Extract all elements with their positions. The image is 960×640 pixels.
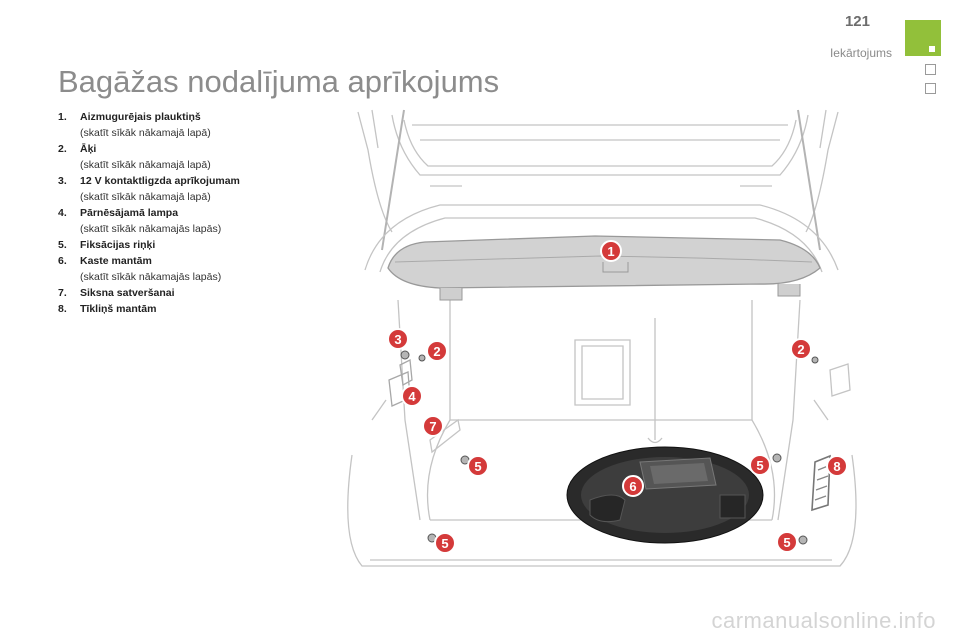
svg-text:2: 2 [797,342,804,357]
legend-item: 2.Āķi(skatīt sīkāk nākamajā lapā) [58,143,211,171]
chapter-tab-active[interactable] [905,20,941,56]
callout-7: 7 [422,415,444,437]
chapter-tab-box-1[interactable] [925,64,936,75]
callout-5: 5 [749,454,771,476]
svg-text:3: 3 [394,332,401,347]
svg-text:1: 1 [607,244,614,259]
page-title: Bagāžas nodalījuma aprīkojums [58,64,500,99]
svg-text:5: 5 [756,458,763,473]
watermark: carmanualsonline.info [711,608,936,633]
chapter-tab-box-2[interactable] [925,83,936,94]
legend-item: 7.Siksna satveršanai [58,287,175,299]
callout-5: 5 [467,455,489,477]
svg-text:5: 5 [441,536,448,551]
callout-8: 8 [826,455,848,477]
callout-5: 5 [776,531,798,553]
section-label: Iekārtojums [829,46,892,60]
svg-text:2: 2 [433,344,440,359]
svg-text:5: 5 [783,535,790,550]
equipment-legend: 1.Aizmugurējais plauktiņš(skatīt sīkāk n… [58,109,240,317]
legend-item: 5.Fiksācijas riņķi [58,239,156,251]
page-number: 121 [844,13,870,30]
legend-item: 1.Aizmugurējais plauktiņš(skatīt sīkāk n… [58,111,211,139]
legend-item: 6.Kaste mantām(skatīt sīkāk nākamajās la… [58,255,222,283]
svg-text:6: 6 [629,479,636,494]
callout-6: 6 [622,475,644,497]
callout-5: 5 [434,532,456,554]
callout-3: 3 [387,328,409,350]
svg-text:4: 4 [408,389,416,404]
legend-item: 3.12 V kontaktligzda aprīkojumam(skatīt … [58,175,240,203]
svg-text:8: 8 [833,459,840,474]
legend-item: 8.Tīkliņš mantām [58,303,157,315]
callout-2: 2 [790,338,812,360]
svg-text:5: 5 [474,459,481,474]
tab-marker-icon [929,46,935,52]
legend-item: 4.Pārnēsājamā lampa(skatīt sīkāk nākamaj… [58,207,222,235]
trunk-illustration: 1 2 2 3 4 5 5 5 5 6 7 8 [347,109,857,567]
callout-4: 4 [401,385,423,407]
svg-text:7: 7 [429,419,436,434]
callout-1: 1 [600,240,622,262]
callout-2: 2 [426,340,448,362]
